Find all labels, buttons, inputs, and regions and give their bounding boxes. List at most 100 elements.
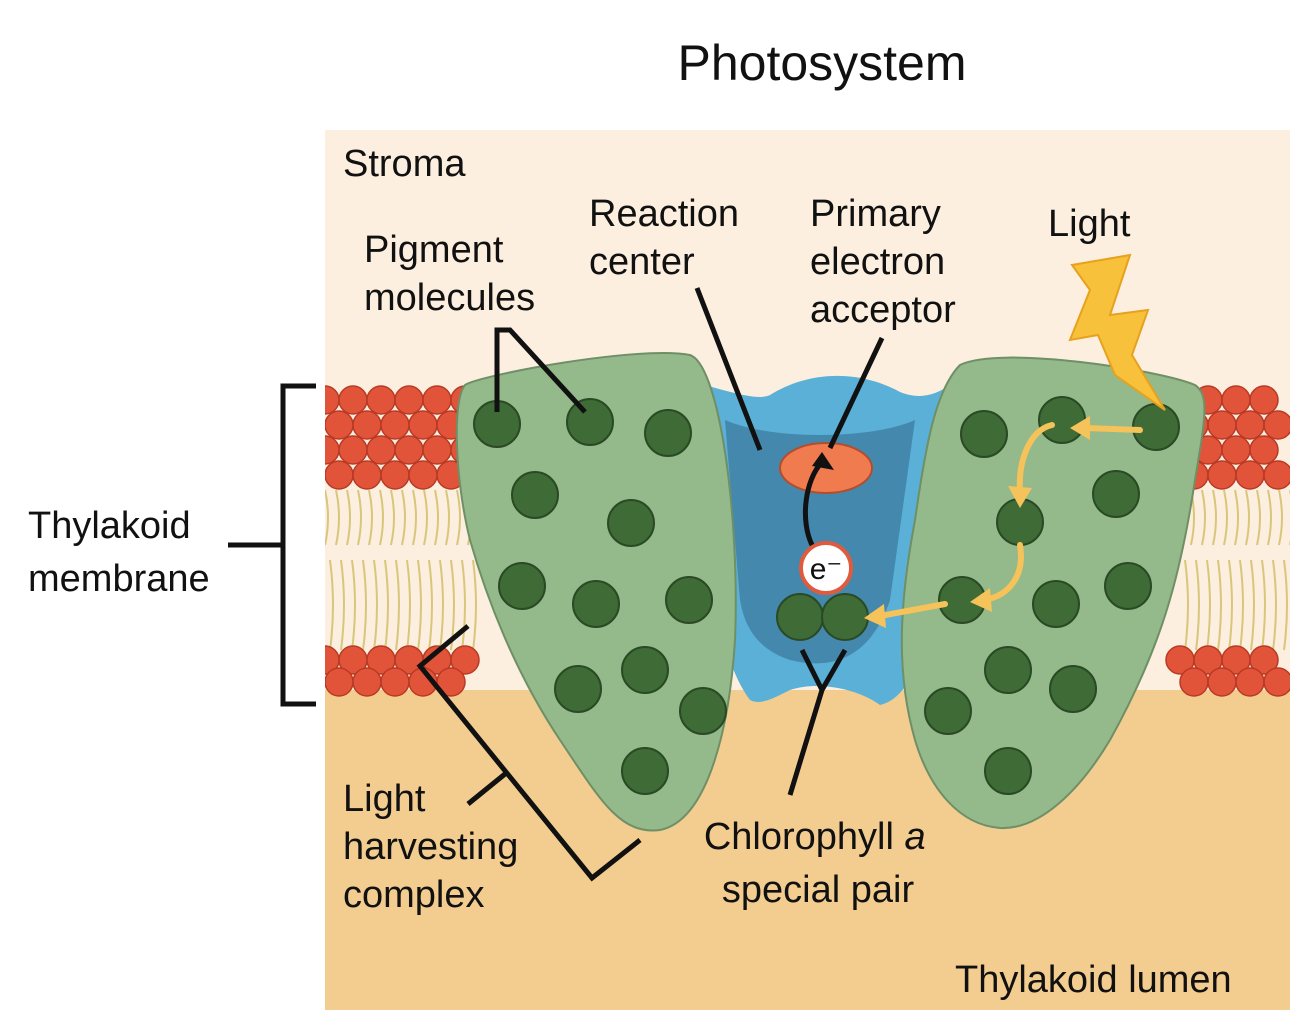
lipid-head [1179,667,1209,697]
acceptor-leader [827,336,885,450]
lipid-head [325,460,354,490]
lipid-head [380,410,410,440]
lipid-head [1207,410,1237,440]
pigment-molecule [1092,470,1140,518]
lipid-tail [1217,559,1222,651]
lipid-head [380,460,410,490]
lipid-head [408,410,438,440]
lipid-tail [335,489,340,546]
lipid-head [1263,667,1290,697]
acceptor-line3: acceptor [810,289,956,331]
lipid-tail [439,559,444,651]
special-pair-line1-main: Chlorophyll [704,816,905,858]
thylakoid-membrane-line1: Thylakoid [28,505,191,547]
lipid-head [325,435,340,465]
pigment-molecule [607,499,655,547]
energy-arrow-1 [1082,425,1143,433]
pigment-molecule [1049,665,1097,713]
lipid-tail [1245,489,1250,546]
lipid-head [1249,385,1279,415]
electron: e⁻ [799,541,853,595]
pigment-molecule [621,747,669,795]
energy-arrow-4 [877,601,948,619]
pigment-molecules-line1: Pigment [364,229,504,271]
special-pair-line1-italic: a [904,816,925,858]
pigment-molecule [665,576,713,624]
lipid-tail [1223,489,1228,546]
lipid-head [338,435,368,465]
light-label: Light [1048,203,1131,245]
pigment-molecule [1038,396,1086,444]
lipid-tail [428,559,433,651]
lipid-tail [379,489,384,546]
lipid-tail [445,489,450,546]
lipid-tail [395,559,400,651]
light-harvesting-complex-label: Light harvesting complex [343,778,529,916]
right-pigments [924,396,1180,795]
diagram-title: Photosystem [677,35,966,91]
lipid-tail [1267,489,1272,546]
lipid-head [1235,667,1265,697]
lipid-head [325,667,354,697]
lipid-tail [401,489,406,546]
light-harvesting-bracket [416,624,642,882]
pigment-molecule [644,409,692,457]
lipid-head [1221,385,1251,415]
thylakoid-lumen-label: Thylakoid lumen [955,959,1232,1001]
pigment-molecule [960,410,1008,458]
lipid-head [338,385,368,415]
pigment-molecule [984,646,1032,694]
special-pair-leader [787,648,848,796]
reaction-center-line2: center [589,241,695,283]
pigment-molecule [1104,562,1152,610]
chlorophyll-special-pair [776,593,869,641]
lipid-head [380,667,410,697]
stroma-label: Stroma [343,143,466,185]
reaction-center-leader [694,287,763,451]
lipid-head [325,410,354,440]
chlorophyll-special-pair-label: Chlorophyll a special pair [704,816,936,911]
lipid-tail [1201,489,1206,546]
reaction-center-line1: Reaction [589,193,739,235]
special-pair-line1: Chlorophyll a [704,816,936,858]
arrowhead [1008,486,1032,508]
lipid-head [352,667,382,697]
thylakoid-membrane-bracket [228,383,316,707]
lipid-tail [368,489,373,546]
lipid-tail [1184,559,1189,651]
electron-transfer-arrowhead [812,452,834,470]
pigment-molecule [1032,580,1080,628]
lipid-head [1207,460,1237,490]
lipid-tail [1256,489,1261,546]
lipid-tail [417,559,422,651]
lipid-head [1207,667,1237,697]
lhc-line1: Light [343,778,426,820]
arrowhead [1070,416,1090,440]
pigment-molecule [498,562,546,610]
lipid-tail [351,559,356,651]
pigment-molecules-label: Pigment molecules [364,229,535,319]
lipid-tail [434,489,439,546]
lipid-head [1249,645,1279,675]
acceptor-line2: electron [810,241,945,283]
lipid-tail [1289,490,1290,545]
arrowhead [864,604,886,628]
lipid-head [1263,460,1290,490]
leader-lines [228,287,885,882]
pigment-molecule [924,687,972,735]
pigment-molecule [621,646,669,694]
lipid-tail [1212,489,1217,546]
special-pair-line2: special pair [722,869,915,911]
pigment-molecule [572,580,620,628]
lipid-head [352,460,382,490]
lipid-tail [325,489,329,546]
lipid-tail [1278,489,1283,546]
pigment-molecule [511,471,559,519]
reaction-center-label: Reaction center [589,193,750,283]
pigment-leader [494,327,587,414]
lipid-tail [406,559,411,651]
lipid-tail [423,489,428,546]
pigment-molecule [679,687,727,735]
lipid-head [422,435,452,465]
